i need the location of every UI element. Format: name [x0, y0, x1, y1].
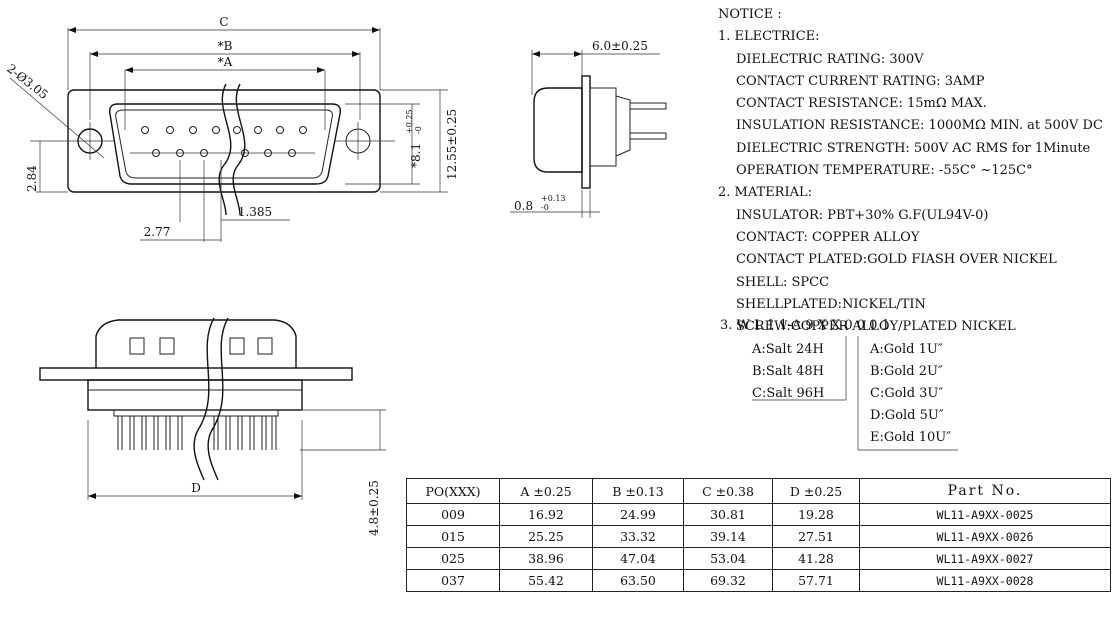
cell-part-no: WL11-A9XX-0025: [859, 503, 1111, 526]
cell-a: 38.96: [499, 547, 593, 570]
gold-option: A:Gold 1U″: [870, 342, 943, 357]
cell-d: 27.51: [772, 525, 860, 548]
cell-d: 19.28: [772, 503, 860, 526]
cell-part-no: WL11-A9XX-0026: [859, 525, 1111, 548]
col-header-a: A ±0.25: [499, 478, 593, 504]
dim-b-label: *B: [218, 39, 233, 53]
col-header-d: D ±0.25: [772, 478, 860, 504]
gold-option: E:Gold 10U″: [870, 430, 952, 445]
bottom-view: D 4.8±0.25: [39, 317, 386, 536]
side-view: 6.0±0.25 0.8 +0.13 -0: [510, 39, 667, 218]
cell-b: 33.32: [592, 525, 684, 548]
dim-81-tol-dn: -0: [414, 126, 423, 134]
col-header-b: B ±0.13: [592, 478, 684, 504]
salt-option: A:Salt 24H: [752, 342, 824, 357]
material-spec: SCREW:COPPER ALLOY/PLATED NICKEL: [736, 319, 1016, 335]
electric-title: 1. ELECTRICE:: [718, 29, 820, 45]
order-code-leaders: [752, 336, 958, 451]
dim-d-label: D: [191, 481, 201, 495]
col-header-part-no: Part No.: [859, 478, 1111, 504]
dim-81-tol-up: +0.25: [405, 109, 414, 134]
material-spec: INSULATOR: PBT+30% G.F(UL94V-0): [736, 207, 989, 223]
cell-c: 69.32: [683, 569, 773, 592]
notice-heading: NOTICE :: [718, 7, 782, 22]
table-row: 025 38.96 47.04 53.04 41.28 WL11-A9XX-00…: [406, 547, 1111, 570]
hole-dim-label: 2-Ø3.05: [4, 61, 51, 102]
cell-b: 47.04: [592, 547, 684, 570]
cell-po: 025: [406, 547, 500, 570]
cell-c: 39.14: [683, 525, 773, 548]
cell-po: 015: [406, 525, 500, 548]
dim-c-label: C: [219, 15, 228, 29]
order-code-block: 3. W L 1 1-A 9 X X-0 0 0 1 A:Salt 24H B:…: [718, 318, 1118, 458]
material-spec: SHELLPLATED:NICKEL/TIN: [736, 296, 926, 312]
cell-a: 25.25: [499, 525, 593, 548]
table-row: 009 16.92 24.99 30.81 19.28 WL11-A9XX-00…: [406, 503, 1111, 526]
electric-spec: OPERATION TEMPERATURE: -55C° ~125C°: [736, 163, 1033, 179]
cell-po: 037: [406, 569, 500, 592]
dim-a-label: *A: [218, 55, 233, 69]
material-spec: CONTACT: COPPER ALLOY: [736, 229, 920, 245]
dim-pitch-label: 1.385: [238, 205, 272, 219]
table-row: 015 25.25 33.32 39.14 27.51 WL11-A9XX-00…: [406, 525, 1111, 548]
dim-1255-label: 12.55±0.25: [445, 109, 459, 180]
side-thick-label: 0.8: [514, 199, 533, 213]
side-thick-tol-dn: -0: [541, 203, 549, 212]
cell-a: 55.42: [499, 569, 593, 592]
cell-b: 24.99: [592, 503, 684, 526]
electric-spec: CONTACT CURRENT RATING: 3AMP: [736, 73, 985, 89]
salt-option: C:Salt 96H: [752, 386, 825, 401]
electric-spec: DIELECTRIC STRENGTH: 500V AC RMS for 1Mi…: [736, 140, 1091, 156]
front-view: C *B *A 2-Ø3.05: [4, 15, 459, 242]
cell-part-no: WL11-A9XX-0028: [859, 569, 1111, 592]
material-spec: CONTACT PLATED:GOLD FIASH OVER NICKEL: [736, 252, 1057, 268]
col-header-c: C ±0.38: [683, 478, 773, 504]
cell-c: 30.81: [683, 503, 773, 526]
side-thick-tol-up: +0.13: [541, 194, 566, 203]
contact-holes: [130, 126, 315, 157]
gold-option: B:Gold 2U″: [870, 364, 943, 379]
col-header-po: PO(XXX): [406, 478, 500, 504]
dim-81-label: *8.1: [409, 143, 423, 168]
cell-d: 57.71: [772, 569, 860, 592]
notice-block: NOTICE : 1. ELECTRICE: DIELECTRIC RATING…: [718, 4, 1118, 338]
cell-c: 53.04: [683, 547, 773, 570]
cell-part-no: WL11-A9XX-0027: [859, 547, 1111, 570]
table-header-row: PO(XXX) A ±0.25 B ±0.13 C ±0.38 D ±0.25 …: [406, 478, 1111, 504]
cell-b: 63.50: [592, 569, 684, 592]
side-depth-label: 6.0±0.25: [592, 39, 648, 53]
order-code: 3. W L 1 1-A 9 X X-0 0 0 1: [720, 318, 890, 333]
material-spec: SHELL: SPCC: [736, 274, 830, 290]
parts-table: PO(XXX) A ±0.25 B ±0.13 C ±0.38 D ±0.25 …: [406, 478, 1111, 592]
table-row: 037 55.42 63.50 69.32 57.71 WL11-A9XX-00…: [406, 569, 1111, 592]
dim-offset-label: 2.77: [144, 225, 171, 239]
cell-po: 009: [406, 503, 500, 526]
salt-option: B:Salt 48H: [752, 364, 824, 379]
electric-spec: DIELECTRIC RATING: 300V: [736, 51, 924, 67]
electric-spec: CONTACT RESISTANCE: 15mΩ MAX.: [736, 96, 987, 112]
gold-option: C:Gold 3U″: [870, 386, 944, 401]
dim-pin-label: 4.8±0.25: [367, 480, 381, 536]
material-title: 2. MATERIAL:: [718, 185, 813, 201]
dim-284-label: 2.84: [25, 165, 39, 192]
pins: [113, 409, 279, 450]
electric-spec: INSULATION RESISTANCE: 1000MΩ MIN. at 50…: [736, 118, 1103, 134]
gold-option: D:Gold 5U″: [870, 408, 944, 423]
cell-d: 41.28: [772, 547, 860, 570]
cell-a: 16.92: [499, 503, 593, 526]
